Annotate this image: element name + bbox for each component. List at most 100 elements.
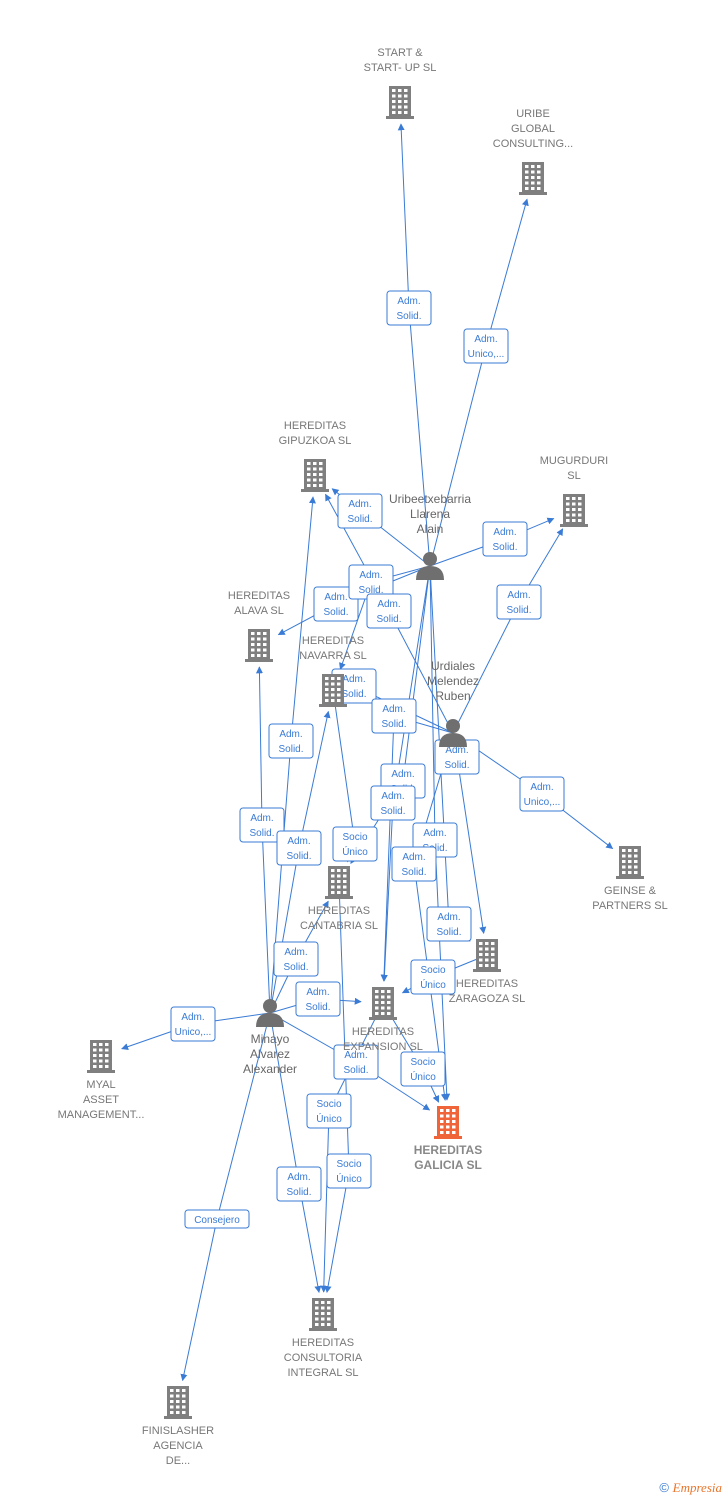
edge-label-text: Adm. [344,1050,367,1061]
edge-label-box[interactable] [463,328,509,364]
edge-label-box[interactable] [496,584,542,620]
company-startup[interactable]: START &START- UP SL [364,47,437,119]
edge-label[interactable]: Adm.Solid. [295,981,341,1017]
edge-label-box[interactable] [391,846,437,882]
company-name: HEREDITAS [352,1026,414,1038]
brand-logo: Empresia [672,1480,722,1495]
edge-label-box[interactable] [333,1044,379,1080]
edge-label[interactable]: Adm.Unico,... [170,1006,216,1042]
company-name: HEREDITAS [228,590,290,602]
edge-label[interactable]: Adm.Unico,... [519,776,565,812]
edge-label[interactable]: Adm.Solid. [482,521,528,557]
edge-label-box[interactable] [239,807,285,843]
edge-label-box[interactable] [273,941,319,977]
building-icon [560,494,588,527]
edge-label[interactable]: Adm.Solid. [348,564,394,600]
company-name: HEREDITAS [284,420,346,432]
edge-label-text: Solid. [347,514,372,525]
edge-label-text: Adm. [359,570,382,581]
company-name: GEINSE & [604,885,657,897]
edge-label[interactable]: Adm.Solid. [391,846,437,882]
building-icon [473,939,501,972]
edge-label-text: Solid. [278,744,303,755]
edge-label-box[interactable] [276,830,322,866]
building-icon [245,629,273,662]
person-icon [439,719,467,747]
edge-label[interactable]: Consejero [184,1209,250,1229]
company-finislasher[interactable]: FINISLASHERAGENCIADE... [142,1386,214,1467]
company-geinse[interactable]: GEINSE &PARTNERS SL [592,846,668,912]
edge-label-box[interactable] [313,586,359,622]
edge-label-text: Solid. [283,962,308,973]
edge-label-text: Adm. [324,592,347,603]
building-icon [434,1106,462,1139]
edge-label[interactable]: Adm.Solid. [268,723,314,759]
edge-label[interactable]: Adm. Solid. [313,586,359,622]
edge-label-box[interactable] [170,1006,216,1042]
edge-label-box[interactable] [386,290,432,326]
edge-label-text: Adm. [342,674,365,685]
edge-label-box[interactable] [410,959,456,995]
edge-label-box[interactable] [426,906,472,942]
edge-label-text: Adm. [391,769,414,780]
edge-label-box[interactable] [371,698,417,734]
edge-label[interactable]: Adm.Solid. [366,593,412,629]
edge-label[interactable]: Adm. Solid. [337,493,383,529]
edge-label-text: Unico,... [524,797,561,808]
edge-label[interactable]: Adm.Solid. [496,584,542,620]
edge-label-box[interactable] [326,1153,372,1189]
edge-label-box[interactable] [184,1209,250,1229]
edge-label-box[interactable] [337,493,383,529]
edge-label-box[interactable] [370,785,416,821]
edge-labels-layer: Adm.Solid.Adm.Unico,...Adm.Solid.Adm.Sol… [170,290,565,1229]
person-name: Minayo [251,1032,290,1046]
edge-label[interactable]: Adm.Solid. [370,785,416,821]
edge-label-box[interactable] [332,826,378,862]
edge-label-text: Solid. [396,311,421,322]
edge-label[interactable]: Adm.Unico,... [463,328,509,364]
edge-label[interactable]: Adm.Solid. [276,1166,322,1202]
edge-label[interactable]: Adm.Solid. [276,830,322,866]
edge-label-text: Solid. [305,1002,330,1013]
edge-label[interactable]: Adm.Solid. [333,1044,379,1080]
edge-label-text: Adm. [348,499,371,510]
edge-label-box[interactable] [268,723,314,759]
edge-label-box[interactable] [400,1051,446,1087]
edge-label-text: Solid. [323,607,348,618]
edge-label-box[interactable] [366,593,412,629]
edge-label-box[interactable] [482,521,528,557]
edge-label-box[interactable] [276,1166,322,1202]
edge-label[interactable]: Adm.Solid. [273,941,319,977]
building-icon [164,1386,192,1419]
edge-label[interactable]: Adm.Solid. [239,807,285,843]
company-myal[interactable]: MYALASSETMANAGEMENT... [58,1040,145,1121]
edge-label[interactable]: Adm.Solid. [426,906,472,942]
edge-label[interactable]: Adm.Solid. [386,290,432,326]
edge-label-text: Socio [420,965,445,976]
edge-label[interactable]: Adm.Solid. [371,698,417,734]
edge-label-box[interactable] [306,1093,352,1129]
company-name: MANAGEMENT... [58,1109,145,1121]
edge-label-text: Socio [342,832,367,843]
edge-label-box[interactable] [295,981,341,1017]
company-uribe[interactable]: URIBEGLOBALCONSULTING... [493,108,573,195]
edge-label-box[interactable] [519,776,565,812]
edge-label-text: Solid. [492,542,517,553]
